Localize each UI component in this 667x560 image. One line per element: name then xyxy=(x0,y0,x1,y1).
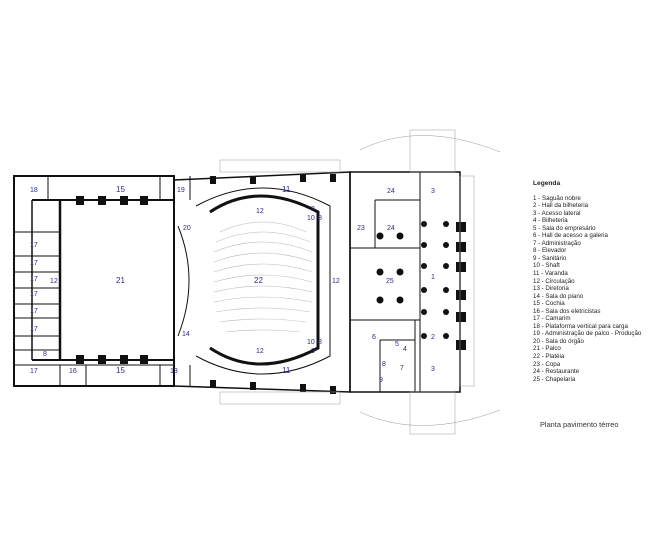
legend-item: 10 - Shaft xyxy=(533,262,560,270)
room-label: 8 xyxy=(318,215,322,222)
legend-item: 4 - Bilheteria xyxy=(533,217,568,225)
legend-item: 9 - Sanitário xyxy=(533,254,567,262)
legend-item: 19 - Administração de palco - Produção xyxy=(533,330,642,338)
room-label: 5 xyxy=(395,341,399,348)
room-label: 3 xyxy=(431,188,435,195)
room-label: 20 xyxy=(183,225,191,232)
room-label: 25 xyxy=(386,278,394,285)
legend: Legenda 1 - Saguão nobre 2 - Hall da bil… xyxy=(533,180,663,383)
legend-item: 24 - Restaurante xyxy=(533,368,580,376)
room-label: 3 xyxy=(431,366,435,373)
legend-item: 13 - Diretoria xyxy=(533,285,569,293)
room-label: 15 xyxy=(116,185,125,194)
room-label: 10 xyxy=(307,339,315,346)
legend-item: 2 - Hall da bilheteria xyxy=(533,202,589,210)
room-label: 11 xyxy=(282,185,291,194)
room-label: 1 xyxy=(431,274,435,281)
room-label: 9 xyxy=(379,377,383,384)
room-label: 8 xyxy=(43,351,47,358)
room-label: 16 xyxy=(69,368,77,375)
legend-item: 17 - Camarim xyxy=(533,315,571,323)
room-label: 11 xyxy=(282,366,291,375)
legend-title: Legenda xyxy=(533,180,561,187)
legend-item: 1 - Saguão nobre xyxy=(533,194,581,202)
legend-item: 6 - Hall de acesso a galeria xyxy=(533,232,608,240)
room-label: 4 xyxy=(403,346,407,353)
legend-item: 20 - Sala do órgão xyxy=(533,337,584,345)
room-label: 14 xyxy=(182,331,190,338)
legend-item: 23 - Copa xyxy=(533,360,561,368)
legend-item: 7 - Administração xyxy=(533,239,581,247)
room-label: 17 xyxy=(30,291,38,298)
room-label: 17 xyxy=(30,276,38,283)
legend-item: 8 - Elevador xyxy=(533,247,567,255)
room-label: 10 xyxy=(307,215,315,222)
legend-item: 12 - Circulação xyxy=(533,277,575,285)
room-label: 19 xyxy=(177,187,185,194)
room-label: 24 xyxy=(387,188,395,195)
room-label: 12 xyxy=(50,278,58,285)
legend-item: 16 - Sala dos eletricistas xyxy=(533,307,601,315)
legend-list: 1 - Saguão nobre 2 - Hall da bilheteria … xyxy=(533,195,663,384)
legend-item: 21 - Palco xyxy=(533,345,561,353)
legend-item: 11 - Varanda xyxy=(533,270,568,278)
columns xyxy=(76,174,466,394)
legend-item: 22 - Platéia xyxy=(533,353,565,361)
legend-item: 3 - Acesso lateral xyxy=(533,209,581,217)
room-label: 23 xyxy=(357,225,365,232)
room-labels: 1 2 3 3 4 5 6 7 8 8 8 8 9 9 9 10 10 11 1… xyxy=(30,185,435,384)
legend-item: 14 - Sala do piano xyxy=(533,292,584,300)
room-label: 18 xyxy=(30,187,38,194)
room-label: 17 xyxy=(30,326,38,333)
room-label: 12 xyxy=(256,348,264,355)
room-label: 24 xyxy=(387,225,395,232)
room-label: 17 xyxy=(30,260,38,267)
room-label: 17 xyxy=(30,242,38,249)
legend-item: 25 - Chapelaria xyxy=(533,375,576,383)
seating-rows xyxy=(213,221,313,333)
room-label: 9 xyxy=(311,206,315,213)
room-label: 12 xyxy=(256,208,264,215)
legend-item: 18 - Plataforma vertical para carga xyxy=(533,322,628,330)
plan-caption: Planta pavimento térreo xyxy=(540,420,619,429)
room-label: 7 xyxy=(400,365,404,372)
room-label: 8 xyxy=(318,339,322,346)
entrance-stairs xyxy=(219,129,501,435)
room-label: 17 xyxy=(30,368,38,375)
stage-front xyxy=(177,225,190,337)
floor-plan: 1 2 3 3 4 5 6 7 8 8 8 8 9 9 9 10 10 11 1… xyxy=(13,129,501,435)
room-label: 2 xyxy=(431,334,435,341)
room-label: 8 xyxy=(382,361,386,368)
room-label: 6 xyxy=(372,334,376,341)
room-label: 12 xyxy=(332,278,340,285)
room-label: 13 xyxy=(170,368,178,375)
room-label: 9 xyxy=(311,348,315,355)
legend-item: 5 - Sala do empresário xyxy=(533,224,596,232)
room-label: 17 xyxy=(30,308,38,315)
legend-item: 15 - Cochia xyxy=(533,300,565,308)
room-label: 21 xyxy=(116,276,125,285)
room-label: 15 xyxy=(116,366,125,375)
room-label: 22 xyxy=(254,276,263,285)
